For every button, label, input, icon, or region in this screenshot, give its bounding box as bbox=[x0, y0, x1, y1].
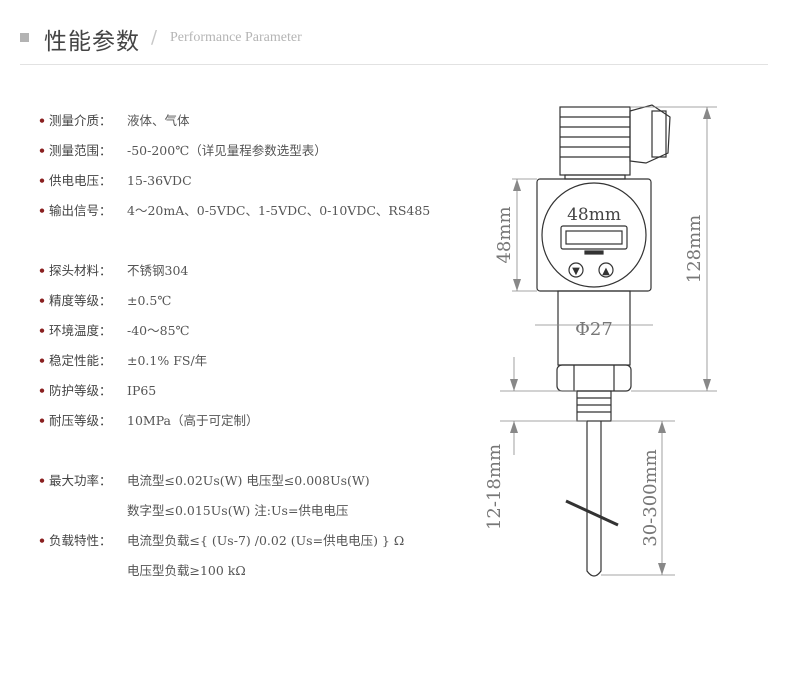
bullet-icon: • bbox=[38, 263, 46, 278]
lcd-inner bbox=[565, 230, 623, 245]
display-housing bbox=[536, 178, 652, 292]
page-title: 性能参数 bbox=[44, 29, 140, 55]
spec-value: 电流型≤0.02Us(W) 电压型≤0.008Us(W) bbox=[127, 473, 370, 488]
button-down bbox=[568, 262, 584, 278]
thread-section bbox=[576, 390, 612, 422]
arrow-icon bbox=[510, 421, 518, 433]
header-square-icon bbox=[20, 33, 29, 42]
spec-label: 负载特性： bbox=[49, 533, 112, 548]
dimension-arrows bbox=[510, 107, 711, 575]
arrow-icon bbox=[703, 107, 711, 119]
dimension-display-width: 48mm bbox=[567, 205, 621, 225]
spec-label: 环境温度： bbox=[49, 323, 112, 338]
bullet-icon: • bbox=[38, 113, 46, 128]
spec-value: 15-36VDC bbox=[127, 173, 192, 188]
bullet-icon: • bbox=[38, 203, 46, 218]
spec-label: 供电电压： bbox=[49, 173, 112, 188]
cable-gland-nut bbox=[651, 110, 667, 158]
bullet-icon: • bbox=[38, 143, 46, 158]
button-down-icon: ▼ bbox=[572, 266, 580, 277]
bullet-icon: • bbox=[38, 353, 46, 368]
arrow-icon bbox=[658, 563, 666, 575]
spec-label: 最大功率： bbox=[49, 473, 112, 488]
section-header: 性能参数 / Performance Parameter bbox=[0, 0, 790, 80]
spec-value: 不锈钢304 bbox=[127, 263, 189, 278]
title-separator: / bbox=[151, 27, 158, 48]
spec-label: 防护等级： bbox=[49, 383, 112, 398]
bullet-icon: • bbox=[38, 473, 46, 488]
spec-label: 输出信号： bbox=[49, 203, 112, 218]
spec-value: 电流型负载≤{ (Us-7) /0.02 (Us=供电电压) } Ω bbox=[127, 533, 405, 548]
button-up-icon: ▲ bbox=[602, 266, 610, 277]
spec-value: -40～85℃ bbox=[127, 323, 190, 338]
product-dimension-drawing: 48mm ▼ ▲ Φ27 bbox=[470, 95, 770, 599]
spec-value: 电压型负载≥100 kΩ bbox=[127, 563, 246, 578]
spec-label: 测量范围： bbox=[49, 143, 112, 158]
dimension-thread-length: 12-18mm bbox=[484, 444, 505, 530]
display-window bbox=[541, 182, 647, 288]
bullet-icon: • bbox=[38, 293, 46, 308]
dimension-drawing-svg: 48mm ▼ ▲ Φ27 bbox=[484, 104, 717, 577]
spec-value: ±0.5℃ bbox=[127, 293, 172, 308]
dimension-height-48: 48mm bbox=[494, 206, 515, 263]
spec-label: 探头材料： bbox=[49, 263, 112, 278]
spec-value: 4～20mA、0-5VDC、1-5VDC、0-10VDC、RS485 bbox=[127, 203, 431, 218]
bullet-icon: • bbox=[38, 533, 46, 548]
sensor-outline bbox=[536, 104, 671, 577]
arrow-icon bbox=[703, 379, 711, 391]
header-divider bbox=[20, 64, 768, 65]
spec-value: -50-200℃（详见量程参数选型表） bbox=[127, 143, 327, 158]
display-indicator bbox=[584, 250, 604, 255]
bullet-icon: • bbox=[38, 173, 46, 188]
connector-base bbox=[564, 174, 626, 180]
spec-label: 精度等级： bbox=[49, 293, 112, 308]
spec-value: IP65 bbox=[127, 383, 157, 398]
spec-value: 液体、气体 bbox=[127, 113, 190, 128]
dimension-probe-length: 30-300mm bbox=[640, 449, 661, 546]
spec-value: 数字型≤0.015Us(W) 注:Us=供电电压 bbox=[127, 503, 349, 518]
bullet-icon: • bbox=[38, 413, 46, 428]
probe-break-mark bbox=[565, 499, 619, 527]
probe-rod bbox=[586, 421, 602, 577]
arrow-icon bbox=[513, 279, 521, 291]
spec-value: 10MPa（高于可定制） bbox=[127, 413, 259, 428]
dimension-diameter: Φ27 bbox=[575, 319, 613, 340]
spec-label: 稳定性能： bbox=[49, 353, 112, 368]
hex-nut bbox=[556, 364, 632, 392]
spec-value: ±0.1% FS/年 bbox=[127, 353, 208, 368]
arrow-icon bbox=[513, 179, 521, 191]
button-up bbox=[598, 262, 614, 278]
page-subtitle: Performance Parameter bbox=[170, 30, 302, 45]
dimension-lines bbox=[500, 106, 717, 576]
arrow-icon bbox=[658, 421, 666, 433]
cable-gland bbox=[629, 104, 671, 164]
bullet-icon: • bbox=[38, 323, 46, 338]
spec-list: • 测量介质： 液体、气体 • 测量范围： -50-200℃（详见量程参数选型表… bbox=[38, 113, 431, 578]
spec-label: 测量介质： bbox=[49, 113, 112, 128]
arrow-icon bbox=[510, 379, 518, 391]
spec-label: 耐压等级： bbox=[49, 413, 112, 428]
bullet-icon: • bbox=[38, 383, 46, 398]
lcd-screen bbox=[560, 225, 628, 250]
dimension-total-height: 128mm bbox=[684, 215, 705, 284]
